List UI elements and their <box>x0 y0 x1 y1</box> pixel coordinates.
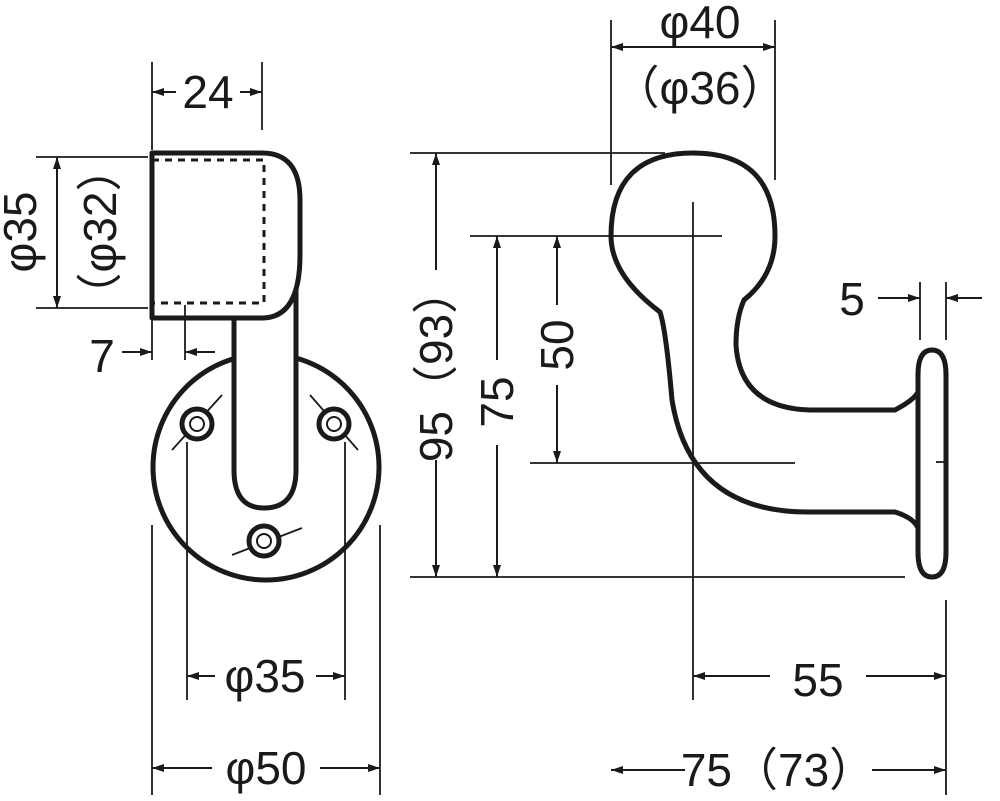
side-view: φ40 （φ36） 95（93） 75 50 5 55 75（73） <box>410 0 982 796</box>
screw-left <box>171 394 223 451</box>
dim-height-95-93: 95（93） <box>410 268 462 462</box>
screw-bottom <box>231 523 303 559</box>
front-view: 24 φ35 （φ32） 7 φ35 φ50 <box>0 62 382 795</box>
dim-height-phi35: φ35 <box>0 192 46 273</box>
screw-right <box>309 394 359 451</box>
dim-height-75: 75 <box>471 376 523 427</box>
dim-ring-phi36: （φ36） <box>614 62 787 114</box>
dim-ring-phi40: φ40 <box>660 0 741 48</box>
stem <box>231 262 299 511</box>
bracket-arm <box>608 150 921 531</box>
dim-width-24: 24 <box>182 66 233 118</box>
dim-base-phi50: φ50 <box>226 742 307 794</box>
dim-height-phi32: （φ32） <box>74 146 126 319</box>
dim-plate-5: 5 <box>839 273 865 325</box>
rail-saddle <box>149 150 303 321</box>
dim-bolt-circle-phi35: φ35 <box>225 650 306 702</box>
wall-plate <box>915 347 949 580</box>
dim-depth-55: 55 <box>792 654 843 706</box>
dim-height-50: 50 <box>531 319 583 370</box>
dim-depth-75-73: 75（73） <box>681 744 875 796</box>
saddle-hidden-line <box>152 158 266 305</box>
dim-offset-7: 7 <box>89 330 115 382</box>
